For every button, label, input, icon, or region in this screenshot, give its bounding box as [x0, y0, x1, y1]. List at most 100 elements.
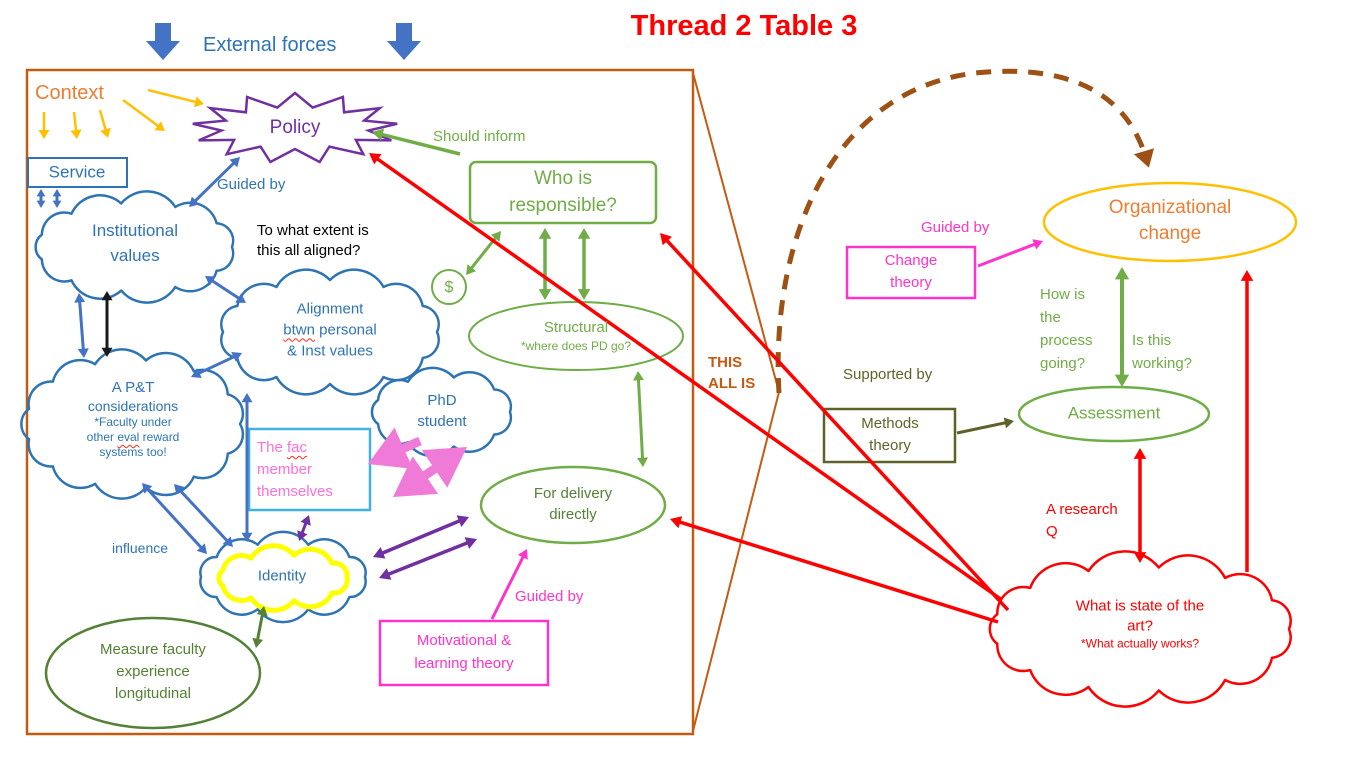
who-line2: responsible?	[509, 195, 617, 216]
aligned-question-label: To what extent is this all aligned?	[257, 221, 369, 261]
structural-line1: Structural	[543, 319, 609, 336]
arrowhead-icon	[1114, 374, 1130, 387]
this-line2: ALL IS	[708, 375, 756, 392]
measure-ellipse	[44, 616, 262, 730]
aligned-line1: To what extent is	[257, 222, 369, 239]
arrowhead-icon	[52, 200, 62, 208]
connector-arrow	[469, 235, 498, 271]
arrowhead-icon	[456, 515, 469, 527]
arrowhead-icon	[241, 393, 253, 403]
process-question-label: How is the process going?	[1040, 283, 1093, 375]
connector-arrow	[677, 519, 999, 624]
assessment-ellipse	[1017, 385, 1211, 443]
connector-arrow	[664, 238, 1010, 612]
apt-line5: systems too!	[99, 445, 167, 459]
cloud-layer	[20, 190, 1292, 708]
arrowhead-icon	[52, 189, 62, 197]
cloud-shape	[199, 530, 367, 624]
fac-line3: themselves	[257, 483, 333, 500]
arrowhead-icon	[77, 348, 89, 358]
service-box	[27, 157, 128, 188]
arrowhead-icon	[368, 427, 413, 469]
connector-arrow	[386, 540, 470, 577]
motivational-line2: learning theory	[414, 655, 514, 672]
art-line1: What is state of the	[1075, 597, 1205, 615]
connector-arrow	[977, 242, 1037, 268]
arrowhead-icon	[1114, 267, 1130, 280]
dollar-label: $	[444, 279, 454, 296]
change-line2: theory	[890, 274, 932, 291]
arrowhead-icon	[256, 606, 268, 617]
change-theory-box	[845, 245, 977, 300]
should-inform-label: Should inform	[433, 128, 526, 145]
arrowhead-icon	[189, 196, 200, 207]
dollar-circle	[431, 269, 467, 305]
arrowhead-icon	[154, 121, 165, 131]
structural-label: Structural *where does PD go?	[521, 318, 631, 354]
guided-by-blue-label: Guided by	[217, 176, 286, 193]
service-label: Service	[48, 162, 106, 182]
connector-arrow	[178, 488, 229, 543]
page-title: Thread 2 Table 3	[630, 9, 858, 42]
phd-line1: PhD	[427, 392, 457, 409]
for-delivery-label: For delivery directly	[534, 483, 612, 525]
cloud-shape	[20, 348, 245, 500]
arrowhead-icon	[252, 637, 264, 648]
connector-arrow	[122, 98, 160, 128]
arrowhead-icon	[372, 128, 385, 141]
connector-arrow	[300, 521, 308, 535]
research-line1: A research	[1046, 501, 1118, 518]
arrowhead-icon	[100, 127, 111, 138]
alignment-line2: btwn personal	[283, 320, 376, 341]
shape-layer	[25, 23, 1298, 736]
arrowhead-icon	[174, 484, 185, 495]
arrowhead-icon	[36, 189, 46, 197]
structural-line2: *where does PD go?	[520, 339, 632, 353]
connector-arrow	[78, 300, 85, 351]
arrowhead-icon	[1133, 448, 1147, 459]
arrowhead-icon	[517, 549, 528, 560]
this-line1: THIS	[708, 354, 743, 371]
org-line2: change	[1138, 223, 1202, 244]
arrowhead-icon	[101, 347, 113, 357]
apt-line1: A P&T	[111, 379, 155, 396]
external-forces-label: External forces	[203, 34, 337, 56]
arrowhead-icon	[577, 228, 591, 239]
arrowhead-icon	[101, 291, 113, 301]
main-frame	[25, 68, 695, 736]
arrowhead-icon	[193, 96, 204, 108]
phd-student-label: PhD student	[417, 390, 466, 432]
dashed-brown-arrowhead-icon	[1133, 148, 1154, 168]
cloud-shape	[220, 268, 440, 396]
arrowhead-icon	[297, 530, 308, 541]
measure-faculty-label: Measure faculty experience longitudinal	[100, 639, 206, 705]
alignment-line3: & Inst values	[287, 342, 373, 360]
arrowhead-icon	[577, 289, 591, 300]
apt-reward: reward	[139, 430, 180, 444]
pt-considerations-label: A P&T considerations *Faculty under othe…	[87, 378, 180, 460]
structural-ellipse	[468, 301, 684, 371]
methods-theory-label: Methods theory	[861, 413, 919, 457]
arrowhead-icon	[229, 157, 240, 168]
apt-line4: other eval reward	[87, 430, 180, 445]
connector-arrow	[490, 555, 526, 620]
apt-line2: considerations	[87, 398, 179, 414]
arrowhead-icon	[300, 515, 311, 526]
organizational-change-ellipse	[1042, 181, 1298, 263]
arrowhead-icon	[36, 200, 46, 208]
apt-line3: *Faculty under	[94, 415, 172, 429]
who-is-responsible-label: Who is responsible?	[509, 165, 617, 219]
connector-arrow	[145, 487, 204, 550]
this-all-is-label: THIS ALL IS	[708, 352, 755, 394]
connector-arrow	[380, 518, 462, 556]
arrowhead-icon	[235, 293, 246, 303]
connector-arrow	[147, 88, 198, 104]
fac-line2: member	[257, 461, 313, 478]
methods-line1: Methods	[861, 415, 919, 432]
arrowhead-icon	[1240, 270, 1254, 281]
arrowhead-icon	[421, 447, 467, 488]
arrowhead-icon	[670, 516, 683, 529]
external-force-down-arrow-icon	[146, 23, 180, 60]
cloud-shape	[988, 550, 1292, 708]
